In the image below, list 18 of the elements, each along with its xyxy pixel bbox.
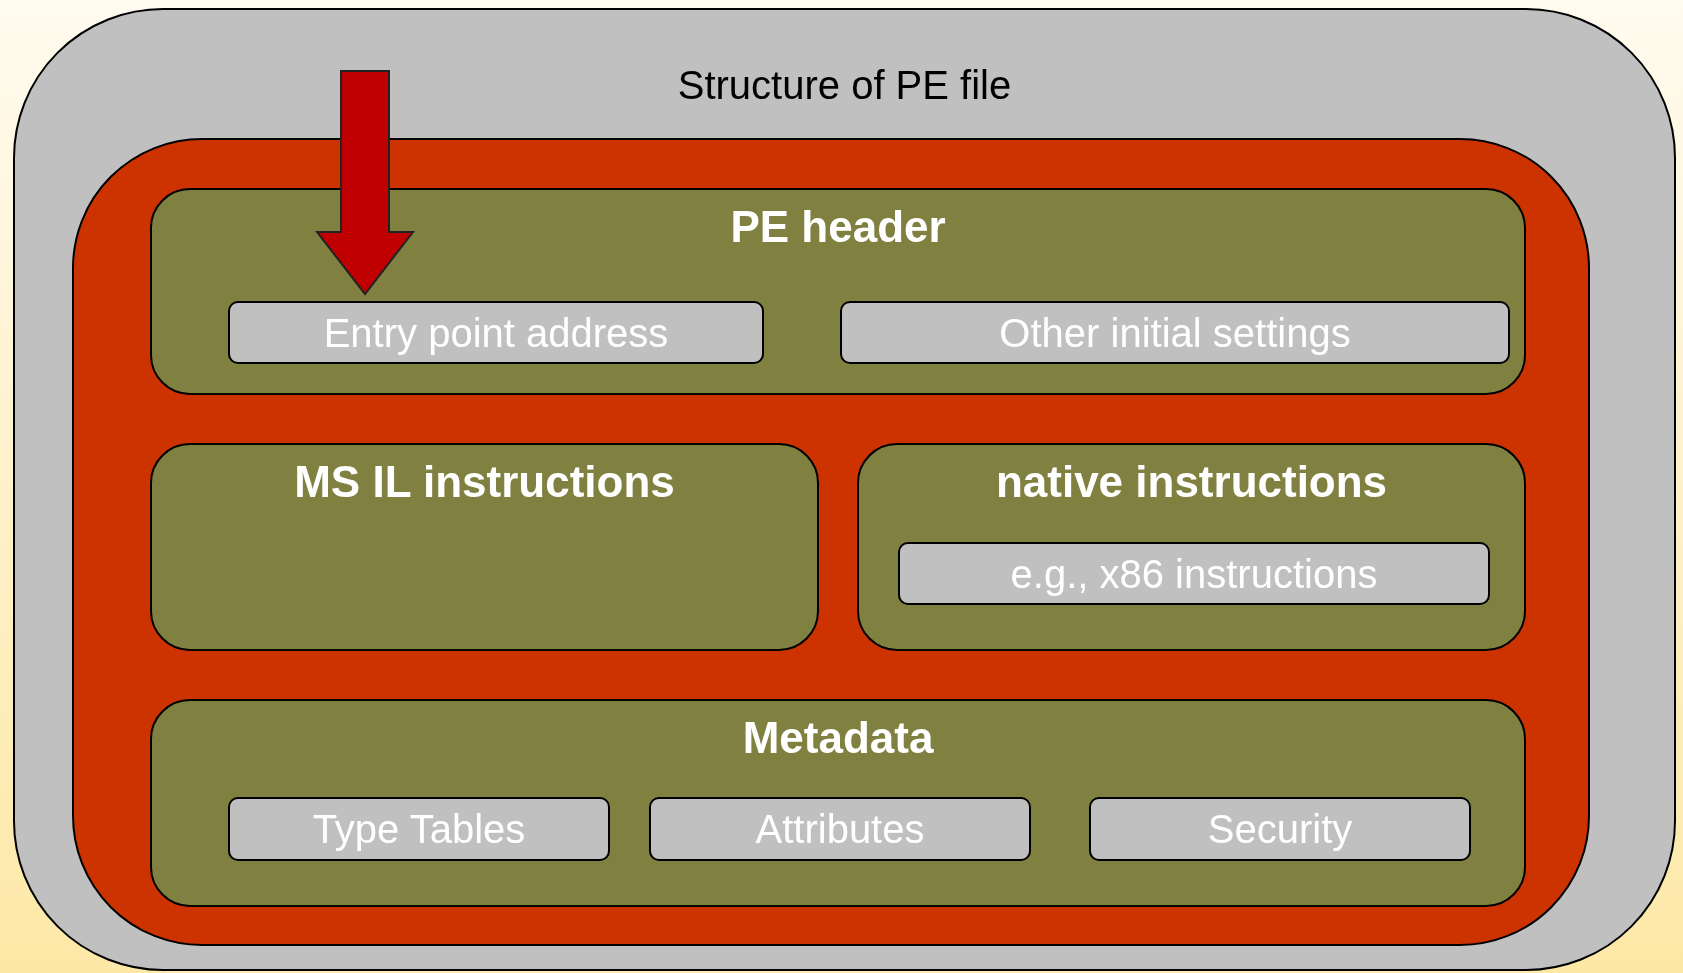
panel-title: PE header	[730, 202, 946, 253]
field-label: e.g., x86 instructions	[898, 542, 1490, 605]
panel-title: MS IL instructions	[294, 457, 675, 508]
panel-title: Structure of PE file	[677, 62, 1012, 108]
field-label: Type Tables	[228, 797, 610, 861]
field-label: Attributes	[649, 797, 1031, 861]
group-panel	[857, 443, 1526, 651]
group-panel	[150, 443, 819, 651]
panel-box	[72, 138, 1590, 946]
file-panel	[13, 8, 1676, 971]
field-label: Other initial settings	[840, 301, 1510, 364]
panel-title: Metadata	[742, 713, 934, 764]
group-panel	[150, 188, 1526, 395]
group-panel	[150, 699, 1526, 907]
field-label: Entry point address	[228, 301, 764, 364]
field-label: Security	[1089, 797, 1471, 861]
arrow	[314, 70, 416, 296]
panel-title: native instructions	[995, 457, 1388, 508]
